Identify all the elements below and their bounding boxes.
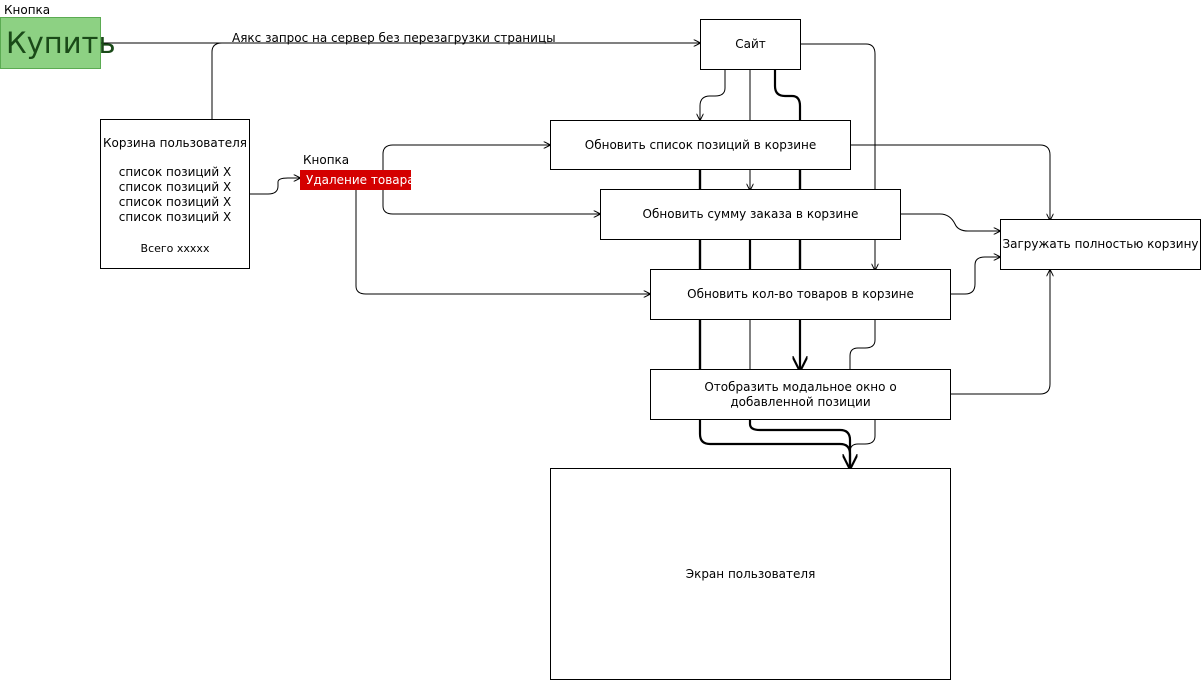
- node-update-count-label: Обновить кол-во товаров в корзине: [687, 287, 914, 301]
- edge-modal-to-screen-thin: [849, 420, 876, 468]
- node-update-sum: Обновить сумму заказа в корзине: [600, 189, 901, 240]
- cart-items-list: список позиций X список позиций X список…: [101, 165, 249, 225]
- edge-site-to-modal-thick: [773, 69, 800, 370]
- cart-item: список позиций X: [118, 210, 232, 224]
- buy-button-caption: Кнопка: [4, 3, 51, 17]
- delete-button-caption: Кнопка: [303, 153, 350, 167]
- node-update-sum-label: Обновить сумму заказа в корзине: [642, 207, 859, 221]
- node-show-modal: Отобразить модальное окно о добавленной …: [650, 369, 951, 420]
- node-show-modal-label: Отобразить модальное окно о добавленной …: [704, 379, 897, 409]
- cart-item: список позиций X: [118, 180, 232, 194]
- cart-item: список позиций X: [118, 195, 232, 209]
- ajax-request-note: Аякс запрос на сервер без перезагрузки с…: [232, 31, 556, 45]
- node-site-label: Сайт: [735, 37, 766, 51]
- buy-button[interactable]: Купить: [0, 17, 116, 69]
- edge-modal-to-screen-thick: [698, 420, 850, 468]
- cart-title: Корзина пользователя: [102, 136, 247, 150]
- edge-cart-to-delete: [250, 178, 300, 195]
- edge-delete-to-sum: [382, 190, 600, 214]
- node-update-count: Обновить кол-во товаров в корзине: [650, 269, 951, 320]
- edge-site-to-count: [800, 43, 875, 270]
- delete-item-button[interactable]: Удаление товара: [300, 170, 415, 190]
- edge-modal-to-screen-thick-2: [748, 420, 852, 466]
- edge-site-to-list: [700, 69, 726, 120]
- edge-count-to-reload: [950, 257, 1000, 295]
- edge-delete-to-list: [382, 145, 550, 185]
- edge-sum-to-reload: [900, 213, 1000, 231]
- node-user-screen-label: Экран пользователя: [685, 566, 816, 581]
- edge-delete-to-count: [355, 190, 650, 294]
- edge-count-to-modal: [849, 320, 876, 370]
- node-update-list-label: Обновить список позиций в корзине: [584, 137, 817, 152]
- node-reload-cart: Загружать полностью корзину: [1000, 219, 1201, 270]
- edge-modal-to-reload: [950, 270, 1050, 395]
- cart-total: Всего xxxxx: [140, 242, 210, 255]
- node-update-list: Обновить список позиций в корзине: [550, 120, 851, 170]
- cart-item: список позиций X: [118, 165, 232, 179]
- node-site: Сайт: [700, 19, 801, 70]
- edge-list-to-reload: [850, 144, 1050, 220]
- node-reload-cart-label: Загружать полностью корзину: [1002, 237, 1199, 251]
- node-user-screen: Экран пользователя: [550, 468, 951, 680]
- edge-cart-to-site: [211, 42, 223, 119]
- user-cart: Корзина пользователя список позиций X сп…: [100, 119, 250, 269]
